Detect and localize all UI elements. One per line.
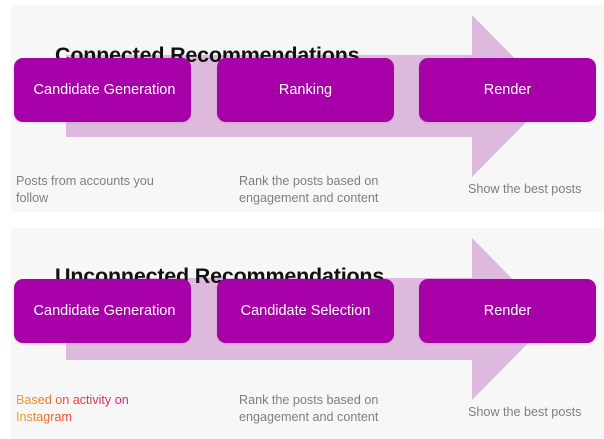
- stage-row: Candidate Generation Candidate Selection…: [11, 279, 604, 343]
- stage-box-render[interactable]: Render: [419, 58, 596, 122]
- stage-label: Candidate Generation: [33, 82, 176, 98]
- caption-render: Show the best posts: [468, 405, 582, 419]
- panel-unconnected-recommendations: Unconnected Recommendations Candidate Ge…: [11, 228, 604, 439]
- stage-box-ranking[interactable]: Ranking: [217, 58, 394, 122]
- stage-label: Candidate Selection: [240, 303, 371, 319]
- caption-candidate-generation: Posts from accounts you follow: [16, 174, 154, 205]
- stage-label: Candidate Generation: [33, 303, 176, 319]
- stage-box-candidate-generation[interactable]: Candidate Generation: [14, 279, 191, 343]
- caption-ranking: Rank the posts based on engagement and c…: [239, 174, 379, 205]
- stage-box-render[interactable]: Render: [419, 279, 596, 343]
- stage-label: Render: [483, 82, 532, 98]
- panel-connected-recommendations: Connected Recommendations Candidate Gene…: [11, 5, 604, 212]
- stage-box-candidate-selection[interactable]: Candidate Selection: [217, 279, 394, 343]
- caption-candidate-selection: Rank the posts based on engagement and c…: [239, 393, 379, 424]
- caption-candidate-generation: Based on activity on Instagram: [16, 392, 176, 426]
- caption-render: Show the best posts: [468, 182, 582, 196]
- stage-label: Render: [483, 303, 532, 319]
- stage-label: Ranking: [278, 82, 333, 98]
- stage-row: Candidate Generation Ranking Render: [11, 58, 604, 122]
- stage-box-candidate-generation[interactable]: Candidate Generation: [14, 58, 191, 122]
